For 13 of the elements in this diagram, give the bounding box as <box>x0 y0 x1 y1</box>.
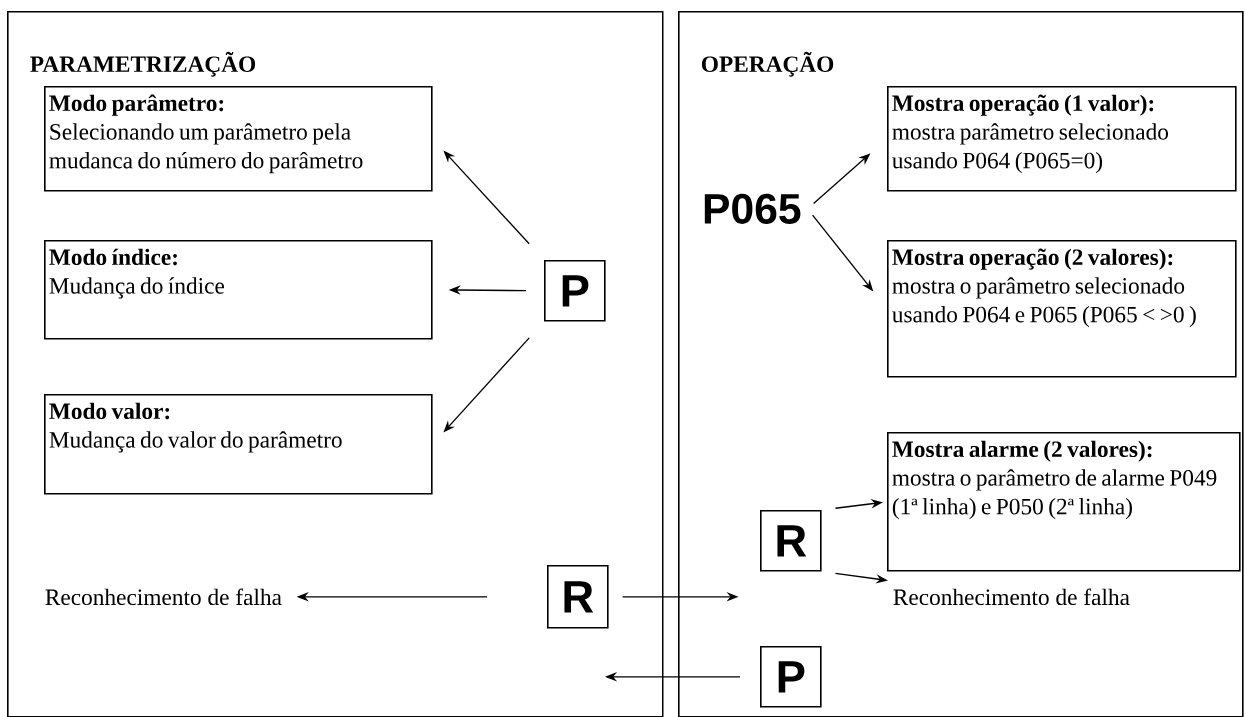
mode-box: Mostra operação (1 valor): mostra parâmetro selecionado usando P064 (P065=0) <box>887 86 1237 192</box>
parameter-label: P065 <box>704 193 801 224</box>
key-box: R <box>547 565 609 629</box>
key-box: R <box>760 510 822 572</box>
mode-box: Mostra alarme (2 valores): mostra o parâmetro de alarme P049 (1ª linha) e P050 (2ª linha) <box>887 432 1241 572</box>
key-box: P <box>544 260 606 322</box>
mode-box: Modo parâmetro: Selecionando um parâmetro pela mudanca do número do parâmetro <box>44 86 433 192</box>
mode-box: Mostra operação (2 valores): mostra o parâmetro selecionado usando P064 e P065 (P065 < >0 ) <box>887 240 1237 378</box>
mode-box: Modo índice: Mudança do índice <box>44 240 433 340</box>
plain-text: Reconhecimento de falha <box>893 588 1130 606</box>
key-box: P <box>760 646 822 708</box>
plain-text: Reconhecimento de falha <box>45 588 282 606</box>
mode-box: Modo valor: Mudança do valor do parâmetro <box>44 394 433 495</box>
